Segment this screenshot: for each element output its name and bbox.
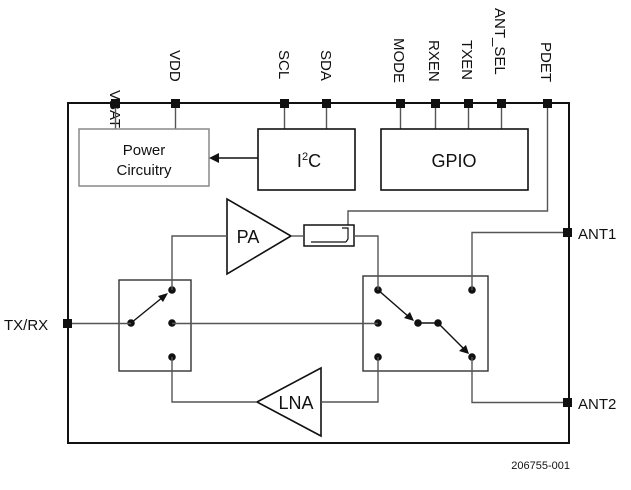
pin-label-mode: MODE	[390, 38, 407, 83]
pin-vdd	[171, 99, 180, 108]
top-pins	[111, 99, 552, 108]
pin-label-rxen: RXEN	[425, 40, 442, 82]
pin-pdet	[543, 99, 552, 108]
figure-reference: 206755-001	[511, 460, 570, 472]
pin-sda	[322, 99, 331, 108]
pin-label-vdd: VDD	[166, 50, 183, 82]
lna-label: LNA	[278, 393, 313, 413]
i2c-to-power-arrowhead	[209, 153, 219, 163]
i2c-label: I2C	[297, 151, 321, 171]
chip-outline	[67, 102, 570, 444]
pin-label-scl: SCL	[275, 50, 292, 79]
pin-label-ant2: ANT2	[578, 396, 616, 413]
pin-txrx	[63, 319, 72, 328]
pin-txen	[464, 99, 473, 108]
power-circuitry-block	[78, 128, 210, 187]
pin-label-vbat: VBAT	[106, 90, 123, 128]
top-pin-wires	[114, 108, 549, 228]
pin-rxen	[431, 99, 440, 108]
pa-label: PA	[237, 227, 260, 247]
pin-ant1	[563, 228, 572, 237]
pin-mode	[396, 99, 405, 108]
pin-vbat	[111, 99, 120, 108]
pin-label-ant-sel: ANT_SEL	[491, 8, 508, 75]
pin-label-sda: SDA	[317, 50, 334, 81]
power-circuitry-label-line1: Power	[123, 142, 166, 159]
pin-label-txrx: TX/RX	[4, 317, 48, 334]
pin-scl	[280, 99, 289, 108]
power-circuitry-label-line2: Circuitry	[117, 162, 172, 179]
pin-label-txen: TXEN	[458, 40, 475, 80]
rf-wiring	[72, 231, 563, 404]
pin-ant2	[563, 398, 572, 407]
pin-label-ant1: ANT1	[578, 226, 616, 243]
gpio-block	[380, 128, 529, 191]
gpio-label: GPIO	[431, 151, 476, 171]
pin-label-pdet: PDET	[537, 42, 554, 82]
txrx-switch	[118, 279, 192, 372]
pin-ant-sel	[497, 99, 506, 108]
top-pin-labels: VBAT VDD SCL SDA MODE RXEN TXEN ANT_SEL …	[106, 8, 554, 128]
i2c-block	[257, 128, 356, 191]
